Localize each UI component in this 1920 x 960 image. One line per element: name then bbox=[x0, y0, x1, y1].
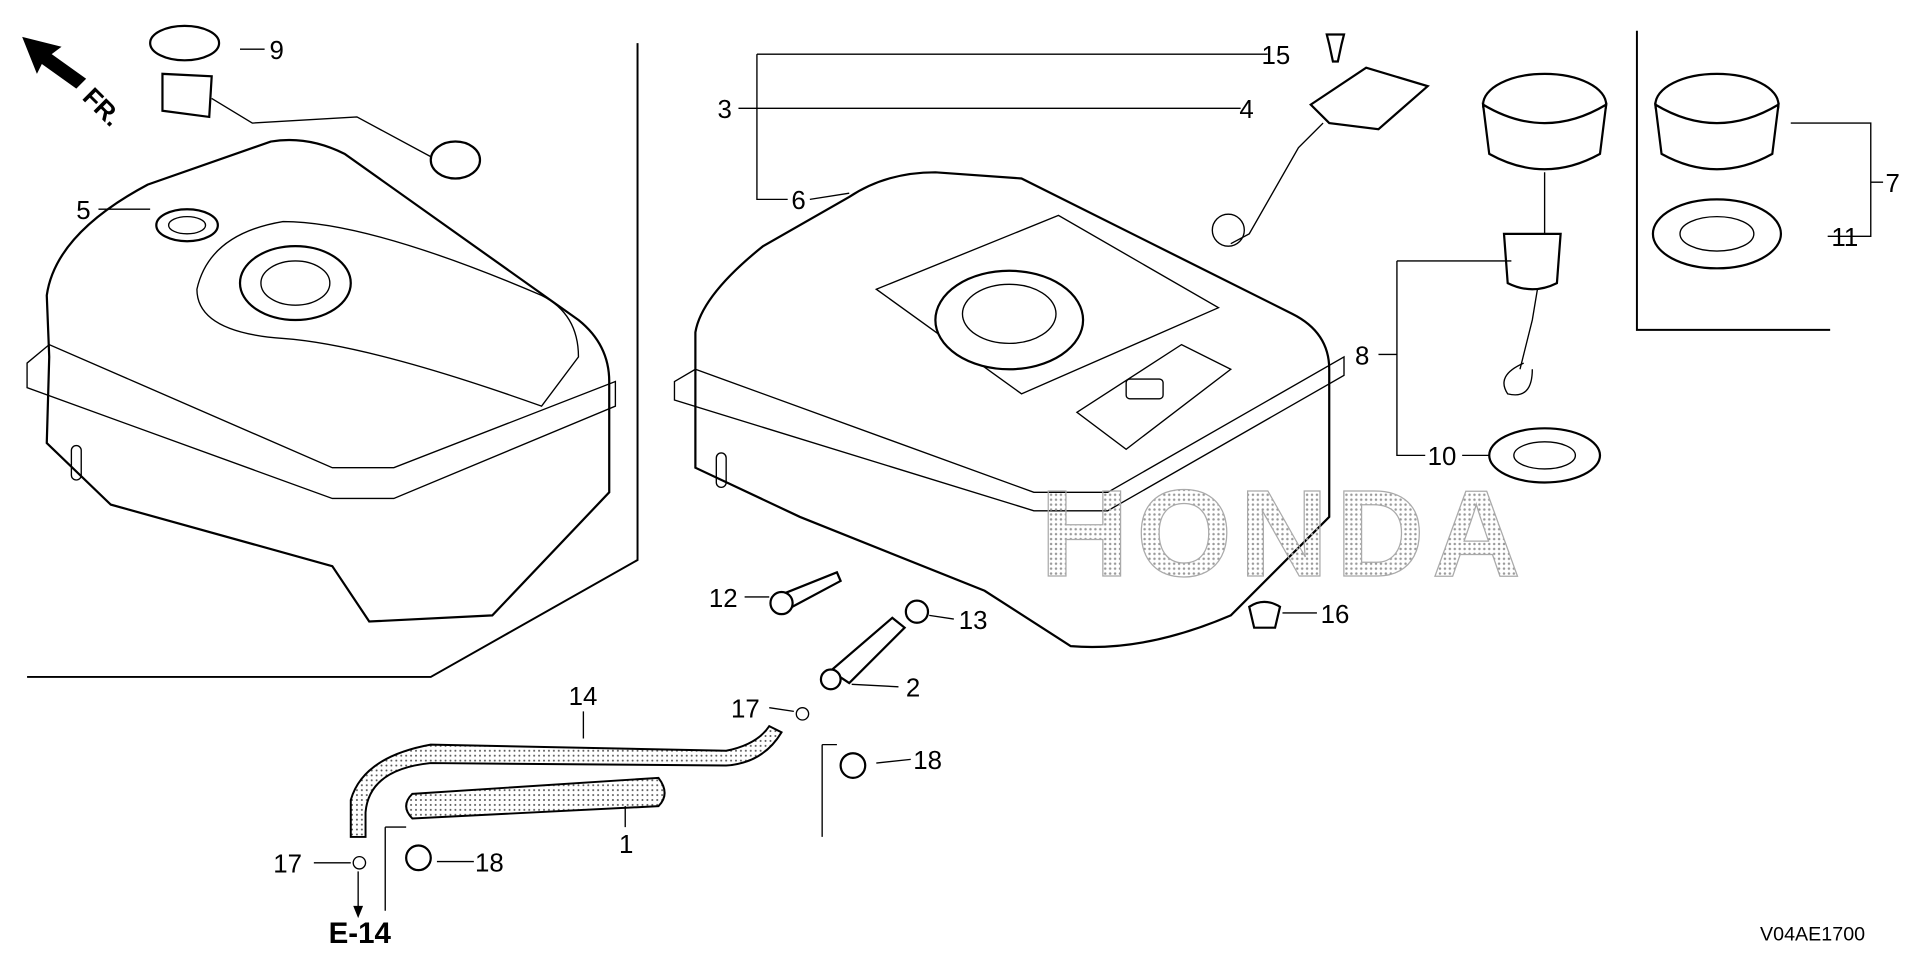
fuel-gauge-part bbox=[149, 24, 482, 180]
callout-17-lower: 17 bbox=[273, 851, 302, 879]
tank-strap-part bbox=[1211, 33, 1430, 247]
callout-5: 5 bbox=[76, 197, 90, 225]
fuel-tank-left bbox=[26, 138, 617, 623]
fuel-cock-part bbox=[819, 616, 907, 691]
grommet-part bbox=[1247, 600, 1282, 629]
arrow-down-icon bbox=[353, 905, 364, 919]
callout-8: 8 bbox=[1355, 342, 1369, 370]
washer-part bbox=[904, 599, 930, 624]
callout-12: 12 bbox=[709, 585, 738, 613]
callout-13: 13 bbox=[959, 607, 988, 635]
bolt-part bbox=[769, 570, 843, 616]
callout-2: 2 bbox=[906, 675, 920, 703]
fuel-hose-short bbox=[405, 776, 666, 820]
callout-9: 9 bbox=[270, 37, 284, 65]
honda-watermark: HONDA bbox=[1040, 466, 1528, 603]
callout-10: 10 bbox=[1428, 443, 1457, 471]
front-indicator-label: FR. bbox=[77, 83, 126, 132]
left-kit-frame bbox=[27, 43, 639, 678]
callout-7: 7 bbox=[1886, 170, 1900, 198]
callout-18-lower: 18 bbox=[475, 849, 504, 877]
callout-16: 16 bbox=[1321, 601, 1350, 629]
callout-1: 1 bbox=[619, 831, 633, 859]
front-direction-arrow-icon bbox=[22, 36, 87, 89]
hose-clamp-part bbox=[405, 844, 432, 872]
fuel-hose-long bbox=[349, 724, 783, 838]
diagram-code: V04AE1700 bbox=[1760, 923, 1865, 945]
clip-part bbox=[795, 707, 810, 721]
callout-leader-lines bbox=[98, 48, 1884, 919]
callout-15: 15 bbox=[1262, 42, 1291, 70]
callout-17-upper: 17 bbox=[731, 696, 760, 724]
callout-11: 11 bbox=[1831, 224, 1858, 252]
fuel-cap-and-seal-part bbox=[1651, 72, 1783, 270]
fuel-cap-with-chain-part bbox=[1481, 72, 1608, 484]
callout-6: 6 bbox=[791, 187, 805, 215]
callout-3: 3 bbox=[718, 96, 732, 124]
fuel-tank-center bbox=[673, 171, 1345, 649]
hose-clamp-part bbox=[839, 752, 867, 779]
right-kit-frame bbox=[1635, 30, 1831, 331]
callout-18-upper: 18 bbox=[913, 747, 942, 775]
reference-link-e14[interactable]: E-14 bbox=[329, 917, 392, 950]
callout-14: 14 bbox=[569, 683, 598, 711]
callout-4: 4 bbox=[1239, 96, 1253, 124]
clip-part bbox=[352, 855, 367, 870]
